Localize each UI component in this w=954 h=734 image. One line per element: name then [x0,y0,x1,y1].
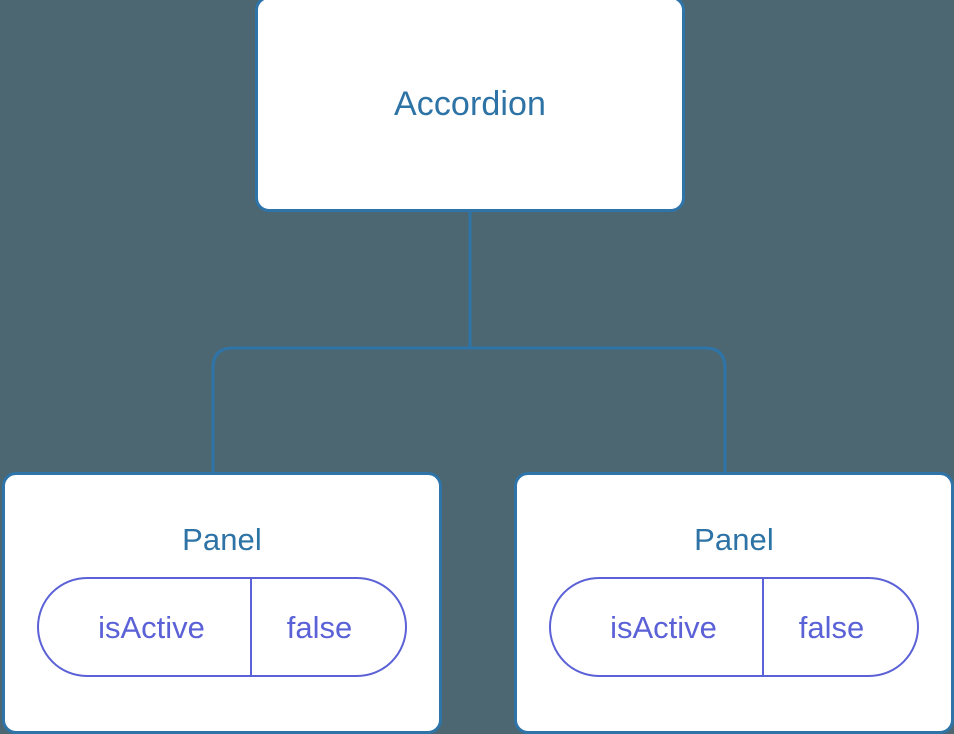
node-accordion[interactable]: Accordion [255,0,685,212]
node-panel-1[interactable]: Panel isActive false [2,472,442,734]
node-panel-2[interactable]: Panel isActive false [514,472,954,734]
node-panel-1-prop-key: isActive [39,579,252,675]
node-panel-1-prop-value: false [286,609,353,645]
node-accordion-title: Accordion [393,85,547,123]
connector-branch-right [470,346,727,478]
node-panel-2-prop-pill[interactable]: isActive false [549,577,919,677]
node-panel-2-title: Panel [694,522,774,557]
node-panel-2-prop-key: isActive [551,579,764,675]
node-panel-1-prop-pill[interactable]: isActive false [37,577,407,677]
node-panel-1-title: Panel [182,522,262,557]
node-panel-2-prop-value: false [798,609,865,645]
connector-branch-left [211,346,470,478]
